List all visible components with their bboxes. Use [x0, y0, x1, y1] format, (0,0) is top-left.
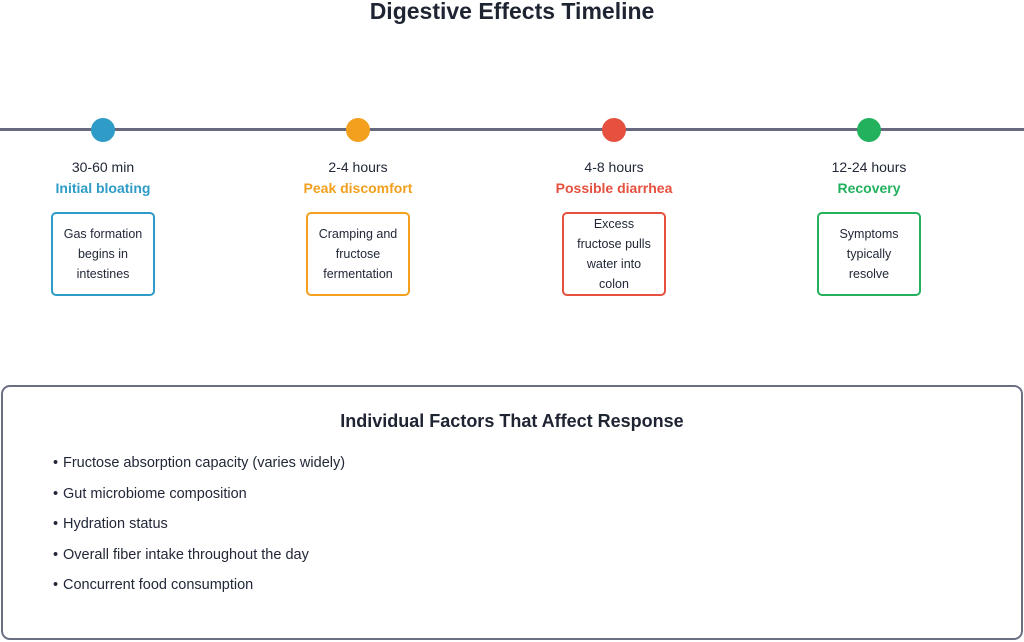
factor-text: Hydration status	[63, 516, 168, 532]
stage-time: 4-8 hours	[584, 159, 644, 175]
bullet: •	[53, 485, 59, 502]
factors-panel: Individual Factors That Affect Response …	[1, 385, 1023, 640]
diagram-title: Digestive Effects Timeline	[369, 0, 655, 24]
timeline-stage-recovery: 12-24 hours Recovery Symptoms typically …	[769, 118, 969, 296]
factor-text: Gut microbiome composition	[63, 485, 247, 502]
stage-detail-card: Excess fructose pulls water into colon	[562, 212, 666, 296]
stage-phase: Initial bloating	[55, 180, 151, 196]
stage-time: 30-60 min	[71, 159, 135, 175]
list-item: •Fructose absorption capacity (varies wi…	[53, 454, 345, 485]
timeline-dot	[857, 118, 881, 142]
stage-phase: Recovery	[837, 180, 901, 196]
bullet: •	[53, 455, 59, 471]
stage-detail-card: Gas formation begins in intestines	[51, 212, 155, 296]
list-item: •Concurrent food consumption	[53, 576, 345, 607]
stage-detail-card: Symptoms typically resolve	[817, 212, 921, 296]
stage-detail-card: Cramping and fructose fermentation	[306, 212, 410, 296]
factors-title: Individual Factors That Affect Response	[340, 411, 684, 431]
timeline-dot	[602, 118, 626, 142]
stage-phase: Peak discomfort	[303, 180, 413, 196]
timeline-dot	[91, 118, 115, 142]
factor-text: Concurrent food consumption	[63, 577, 254, 593]
list-item: •Hydration status	[53, 515, 345, 546]
stage-time: 12-24 hours	[831, 159, 907, 175]
bullet: •	[53, 546, 59, 563]
list-item: •Overall fiber intake throughout the day	[53, 546, 345, 577]
timeline-dot	[346, 118, 370, 142]
stage-time: 2-4 hours	[328, 159, 388, 175]
factors-list: •Fructose absorption capacity (varies wi…	[53, 454, 345, 607]
bullet: •	[53, 516, 59, 532]
timeline-stage-initial-bloating: 30-60 min Initial bloating Gas formation…	[3, 118, 203, 296]
timeline-line	[0, 128, 1024, 131]
timeline-stage-possible-diarrhea: 4-8 hours Possible diarrhea Excess fruct…	[514, 118, 714, 296]
factor-text: Overall fiber intake throughout the day	[63, 546, 309, 563]
bullet: •	[53, 577, 59, 593]
factor-text: Fructose absorption capacity (varies wid…	[63, 455, 346, 471]
list-item: •Gut microbiome composition	[53, 485, 345, 516]
timeline-stage-peak-discomfort: 2-4 hours Peak discomfort Cramping and f…	[258, 118, 458, 296]
stage-phase: Possible diarrhea	[555, 180, 673, 196]
